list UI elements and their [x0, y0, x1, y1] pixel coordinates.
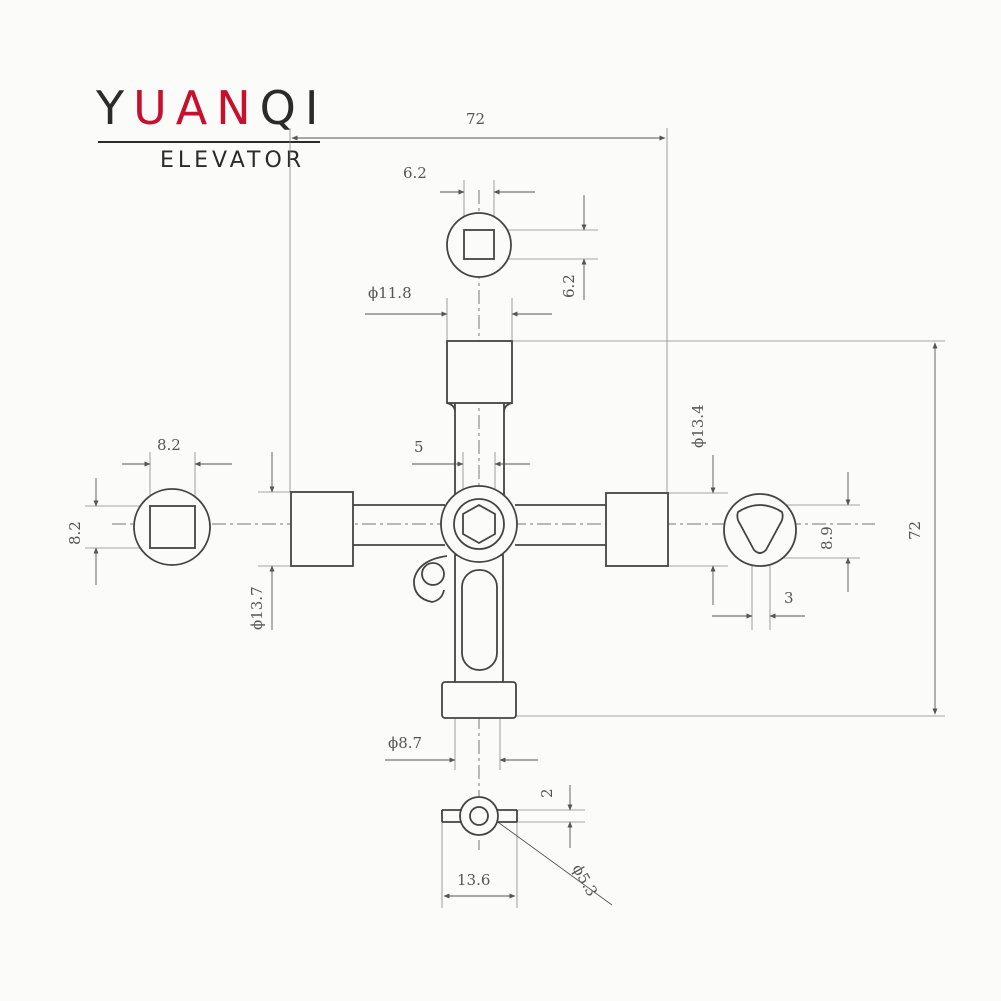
bottom-tip	[441, 681, 517, 719]
shaft-slot	[461, 569, 498, 671]
right-arm	[515, 504, 606, 546]
hub-hexagon	[462, 503, 496, 545]
dim-bottom-hole	[483, 811, 613, 906]
right-socket	[605, 492, 669, 567]
label-bottom-diameter: ϕ8.7	[388, 734, 422, 752]
label-overall-width: 72	[466, 110, 485, 128]
key-body	[290, 340, 669, 719]
brand-logo: YUANQI ELEVATOR	[96, 82, 322, 177]
left-end-view	[133, 488, 211, 566]
label-right-diameter: ϕ13.4	[689, 404, 707, 448]
label-triangle-offset: 3	[784, 589, 794, 607]
top-end-view	[446, 212, 512, 278]
left-square-socket	[149, 505, 196, 549]
brand-subtitle: ELEVATOR	[160, 148, 306, 173]
brand-letter: Q	[259, 81, 305, 135]
bottom-end-view	[441, 796, 518, 836]
triangle-socket	[736, 504, 784, 554]
label-left-diameter: ϕ13.7	[248, 586, 266, 630]
label-overall-height: 72	[906, 521, 924, 540]
brand-letter: I	[304, 81, 328, 135]
right-end-view	[723, 493, 797, 567]
bottom-wings	[441, 809, 518, 823]
dimension-labels: 72 6.2 6.2 ϕ11.8 8.2 8.2 ϕ13.7 5 ϕ13.4 8…	[66, 110, 924, 900]
left-arm	[353, 504, 445, 546]
label-left-square-h: 8.2	[66, 521, 84, 545]
side-ring-hole	[421, 562, 445, 586]
label-top-square-h: 6.2	[560, 274, 578, 298]
brand-wordmark: YUANQI	[96, 82, 327, 134]
label-top-square-w: 6.2	[403, 164, 427, 182]
label-wing-thickness: 2	[538, 788, 556, 798]
dimension-lines	[93, 135, 938, 906]
label-top-diameter: ϕ11.8	[368, 284, 412, 302]
brand-letter: U	[133, 81, 176, 135]
label-left-square-w: 8.2	[157, 436, 181, 454]
bottom-hole	[469, 806, 489, 826]
top-square-socket	[463, 229, 495, 260]
brand-divider	[98, 141, 320, 143]
brand-letter: Y	[96, 81, 134, 135]
left-socket	[290, 491, 354, 567]
brand-letter: N	[216, 81, 260, 135]
label-hub-offset: 5	[414, 438, 424, 456]
label-triangle-size: 8.9	[818, 526, 836, 550]
brand-letter: A	[175, 81, 217, 135]
top-shaft	[446, 402, 513, 495]
label-bottom-width: 13.6	[457, 871, 490, 889]
top-socket	[446, 340, 513, 404]
